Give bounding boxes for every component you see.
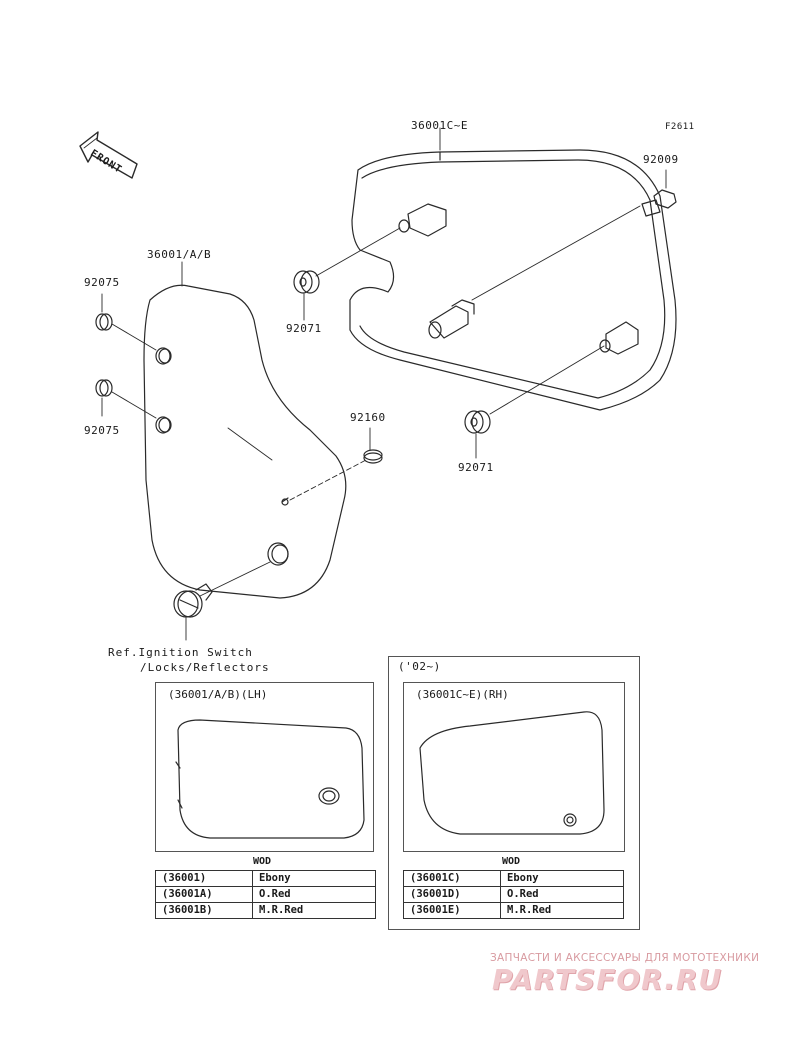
rh-cover-thumbnail xyxy=(419,711,605,835)
grommet-92075-top xyxy=(95,293,157,351)
rh-variant-box xyxy=(403,682,625,852)
watermark-logo: PARTSFOR.RU xyxy=(492,963,723,996)
rh-color-table: (36001C) Ebony (36001D) O.Red (36001E) M… xyxy=(403,870,624,919)
color-code: (36001A) xyxy=(155,886,253,903)
rh-table-header: WOD xyxy=(502,856,521,867)
table-row: (36001E) M.R.Red xyxy=(403,902,624,919)
figure-code: F2611 xyxy=(665,122,695,132)
color-code: (36001D) xyxy=(403,886,501,903)
reference-note-line2: /Locks/Reflectors xyxy=(140,661,270,674)
lh-variant-box xyxy=(155,682,374,852)
part-label-grommet-lh-mid: 92075 xyxy=(84,424,120,437)
table-row: (36001B) M.R.Red xyxy=(155,902,376,919)
lh-color-table: (36001) Ebony (36001A) O.Red (36001B) M.… xyxy=(155,870,376,919)
color-code: (36001E) xyxy=(403,902,501,919)
lh-variant-title: (36001/A/B)(LH) xyxy=(168,688,268,701)
part-label-lh-cover: 36001/A/B xyxy=(147,248,212,261)
part-label-rh-cover: 36001C~E xyxy=(411,119,468,132)
table-row: (36001) Ebony xyxy=(155,870,376,887)
color-name: O.Red xyxy=(252,886,376,903)
table-row: (36001C) Ebony xyxy=(403,870,624,887)
table-row: (36001A) O.Red xyxy=(155,886,376,903)
variant-outer-box xyxy=(388,656,640,930)
front-arrow-icon xyxy=(79,131,138,179)
color-name: O.Red xyxy=(500,886,624,903)
variant-year-label: ('02~) xyxy=(398,660,441,673)
color-name: Ebony xyxy=(500,870,624,887)
watermark-tagline: ЗАПЧАСТИ И АКСЕССУАРЫ ДЛЯ МОТОТЕХНИКИ xyxy=(490,952,760,964)
lh-side-cover xyxy=(143,261,347,599)
reference-note-line1: Ref.Ignition Switch xyxy=(108,646,253,659)
part-label-grommet-lh-top: 92075 xyxy=(84,276,120,289)
rh-variant-title: (36001C~E)(RH) xyxy=(416,688,509,701)
color-name: M.R.Red xyxy=(500,902,624,919)
part-label-grommet-rh-top: 92071 xyxy=(286,322,322,335)
lh-table-header: WOD xyxy=(253,856,272,867)
rh-side-cover xyxy=(349,149,677,411)
color-name: Ebony xyxy=(252,870,376,887)
color-name: M.R.Red xyxy=(252,902,376,919)
grommet-92071-bottom xyxy=(464,410,491,459)
lh-cover-thumbnail xyxy=(175,719,365,839)
damper-92160 xyxy=(289,427,383,501)
part-label-bolt: 92009 xyxy=(643,153,679,166)
color-code: (36001) xyxy=(155,870,253,887)
grommet-92071-top xyxy=(293,270,320,321)
color-code: (36001C) xyxy=(403,870,501,887)
lock-assembly xyxy=(173,561,271,641)
table-row: (36001D) O.Red xyxy=(403,886,624,903)
grommet-92075-mid xyxy=(95,379,157,419)
part-label-grommet-rh-bottom: 92071 xyxy=(458,461,494,474)
color-code: (36001B) xyxy=(155,902,253,919)
bolt-92009 xyxy=(641,169,677,217)
part-label-damper: 92160 xyxy=(350,411,386,424)
